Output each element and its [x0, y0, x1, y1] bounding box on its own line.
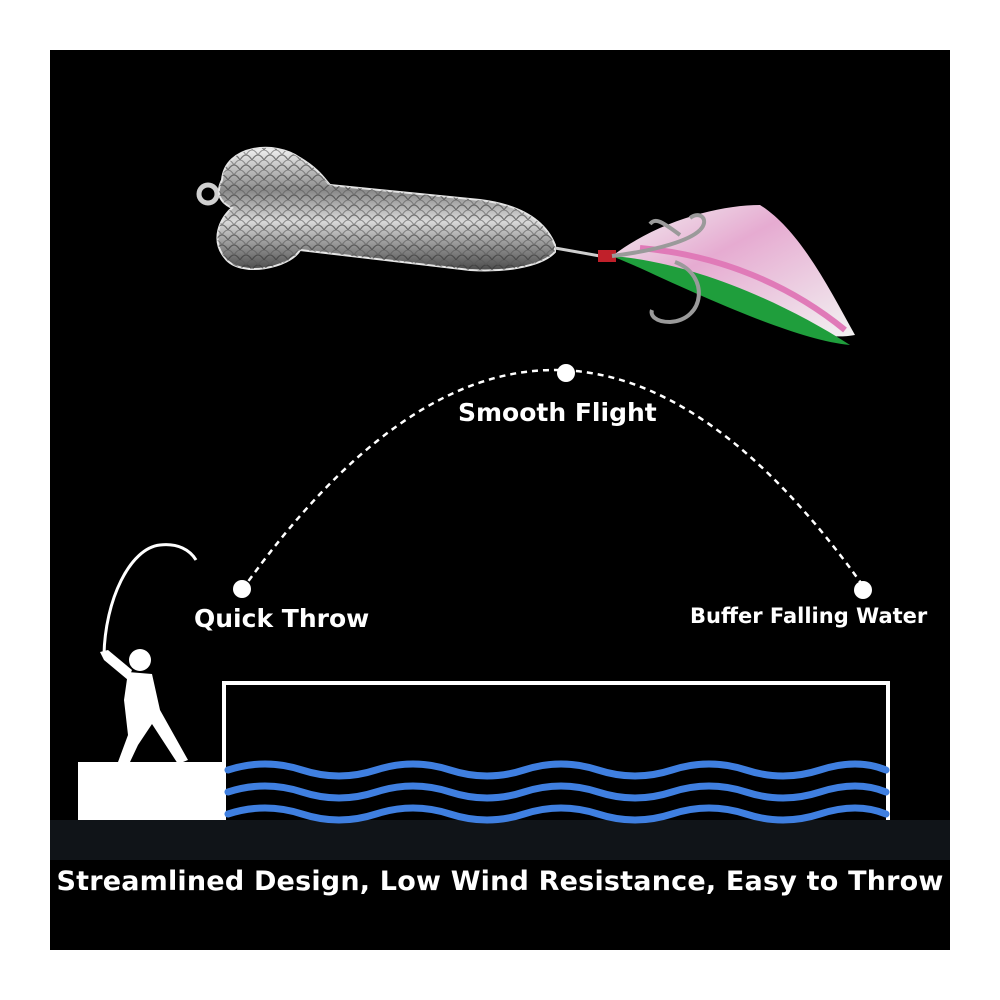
- ground-strip: [50, 820, 950, 860]
- label-quick-throw: Quick Throw: [194, 604, 370, 633]
- fishing-rod-icon: [102, 543, 198, 656]
- lure-icon: [196, 146, 616, 272]
- throw-dot: [233, 580, 251, 598]
- pier-block: [78, 762, 224, 820]
- water-frame: [222, 681, 890, 820]
- lure-scales: [217, 147, 555, 271]
- apex-dot: [557, 364, 575, 382]
- label-smooth-flight: Smooth Flight: [458, 398, 657, 427]
- label-buffer-falling-water: Buffer Falling Water: [690, 604, 928, 628]
- landing-dot: [854, 581, 872, 599]
- split-ring: [196, 182, 220, 206]
- lure-ring: [554, 246, 601, 258]
- hook-wrap: [598, 250, 616, 262]
- treble-hook-icon: [611, 213, 707, 325]
- water-wave-icon: [224, 760, 890, 824]
- feather-icon: [612, 205, 855, 345]
- flight-arc: [240, 368, 868, 591]
- caption: Streamlined Design, Low Wind Resistance,…: [56, 866, 944, 897]
- angler-silhouette-icon: [100, 649, 188, 764]
